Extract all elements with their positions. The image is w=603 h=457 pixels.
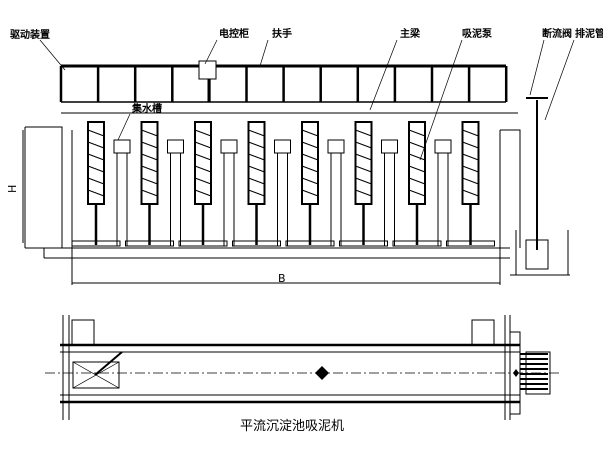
dimension-b: B [278, 272, 286, 285]
water-collector-trough [220, 139, 238, 246]
label-suction-pump: 吸泥泵 [462, 27, 493, 40]
suction-pump [125, 121, 174, 247]
water-collector-trough [381, 139, 398, 246]
small-diamond-marker [513, 369, 519, 377]
suction-pump [446, 121, 495, 247]
suction-pump [392, 121, 442, 247]
suction-pump [178, 121, 228, 247]
plan-view [45, 315, 560, 420]
label-handrail: 扶手 [272, 27, 292, 40]
suction-pump [339, 121, 388, 247]
label-cutoff-valve: 断流阀 [542, 27, 572, 40]
suction-pump [232, 121, 281, 247]
elevation-view [22, 39, 575, 285]
label-drive-device: 驱动装置 [10, 28, 50, 41]
dimension-h: H [6, 185, 19, 193]
center-diamond-marker [315, 366, 329, 380]
water-collector-trough [274, 139, 291, 246]
label-control-cabinet: 电控柜 [219, 27, 249, 40]
label-main-beam: 主梁 [400, 27, 421, 40]
suction-pump [285, 121, 335, 247]
control-cabinet [198, 60, 217, 80]
water-collector-trough [113, 139, 131, 246]
label-sludge-pipe: 排泥管 [575, 27, 603, 40]
drawing-caption: 平流沉淀池吸泥机 [240, 419, 344, 434]
suction-pump [71, 121, 121, 247]
water-collector-trough [327, 139, 345, 246]
water-collector-trough [167, 139, 184, 246]
water-collector-trough [434, 139, 452, 246]
label-water-collector: 集水槽 [131, 102, 162, 115]
